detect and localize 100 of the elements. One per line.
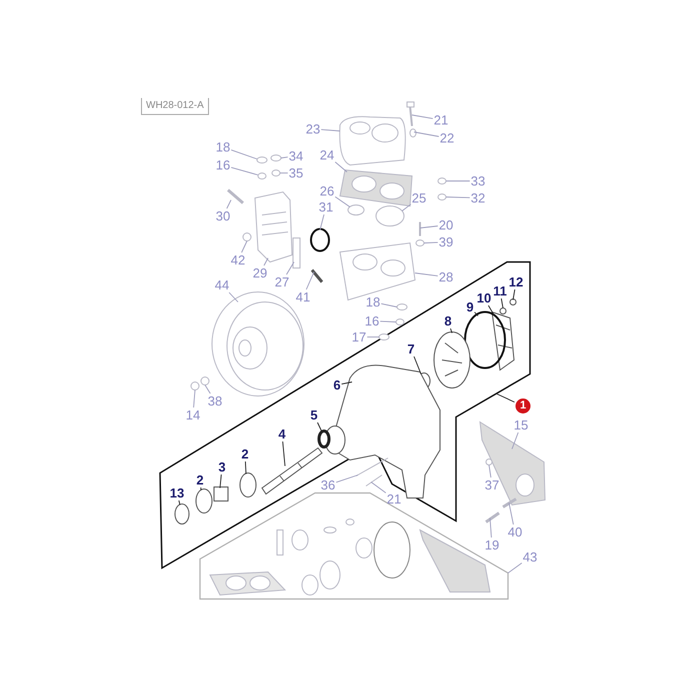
shaft-drawing — [261, 447, 323, 495]
leader-line — [336, 474, 358, 483]
gasket — [292, 238, 300, 268]
plug — [256, 156, 268, 164]
leader-line — [220, 474, 222, 488]
callout-number: 29 — [252, 266, 268, 280]
callout-number: 34 — [288, 150, 304, 162]
callout-number: 39 — [438, 236, 454, 248]
callout-number: 2 — [196, 474, 204, 486]
washer — [272, 170, 280, 176]
leader-line — [488, 305, 494, 316]
washer — [416, 240, 424, 246]
thermostat — [376, 206, 404, 226]
leader-line — [370, 482, 386, 494]
leader-line — [280, 156, 288, 158]
leader-line — [178, 500, 180, 506]
leader-line — [424, 242, 438, 244]
seal — [318, 430, 330, 448]
leader-line — [286, 262, 294, 275]
leader-line — [380, 303, 398, 308]
callout-number: 25 — [412, 192, 426, 204]
leader-line — [204, 384, 211, 394]
leader-line — [334, 162, 348, 172]
callout-number: 27 — [274, 276, 290, 288]
callout-number: 2 — [241, 448, 249, 460]
leader-line — [306, 272, 314, 290]
fitting-drawing — [485, 512, 500, 524]
leader-line — [512, 432, 519, 450]
callout-number: 44 — [214, 278, 230, 292]
leader-line — [241, 240, 248, 253]
callout-number: 21 — [434, 114, 448, 126]
callout-number: 16 — [216, 158, 230, 172]
callout-number: 18 — [366, 296, 380, 308]
leader-line — [380, 320, 396, 322]
leader-line — [320, 214, 324, 230]
bolt-drawing — [356, 458, 388, 476]
circlip — [174, 504, 190, 524]
washer — [410, 128, 416, 138]
callout-number: 12 — [508, 276, 524, 288]
seal-ring — [310, 228, 330, 252]
callout-number: 31 — [318, 200, 334, 214]
spacer — [214, 486, 228, 502]
bolt-drawing — [406, 102, 414, 126]
callout-number: 20 — [438, 218, 454, 232]
leader-line — [334, 196, 350, 208]
leader-line — [450, 328, 452, 334]
washer — [200, 376, 210, 386]
callout-number: 30 — [216, 210, 230, 222]
plug — [270, 154, 282, 162]
fitting-drawing — [502, 498, 517, 508]
screw — [510, 298, 516, 306]
o-ring — [464, 311, 506, 369]
leader-line — [496, 394, 515, 403]
leader-line — [366, 336, 380, 338]
leader-line — [446, 180, 470, 182]
callout-number: 21 — [386, 492, 402, 506]
callout-number: 6 — [333, 378, 341, 392]
leader-line — [490, 518, 492, 538]
leader-line — [508, 562, 522, 574]
plug — [438, 178, 446, 184]
leader-line — [414, 356, 422, 374]
leader-line — [193, 390, 196, 408]
callout-number: 35 — [288, 166, 304, 180]
gasket-drawing — [479, 421, 546, 506]
leader-line — [412, 114, 434, 120]
leader-line — [420, 226, 438, 228]
callout-number: 33 — [470, 174, 486, 188]
gasket-drawing — [339, 169, 413, 207]
housing-drawing — [254, 191, 293, 263]
bearing — [240, 472, 256, 498]
washer — [258, 172, 266, 180]
callout-number: 42 — [230, 254, 246, 266]
callout-number: 14 — [186, 408, 200, 422]
callout-number: 23 — [306, 122, 320, 136]
leader-line — [226, 200, 232, 209]
callout-number: 41 — [296, 290, 310, 304]
callout-number: 22 — [440, 132, 454, 144]
bolt-drawing — [366, 474, 382, 486]
leader-line — [512, 289, 516, 300]
callout-number: 28 — [438, 270, 454, 284]
callout-number: 7 — [407, 342, 415, 356]
callout-number: 13 — [170, 486, 184, 500]
washer — [396, 318, 404, 326]
callout-number: 17 — [352, 330, 366, 344]
leader-line — [230, 149, 258, 160]
bearing — [196, 488, 212, 514]
housing-ring-drawing — [491, 311, 515, 371]
callout-number: 18 — [216, 140, 230, 154]
leader-line — [508, 502, 514, 525]
washer — [438, 194, 446, 200]
callout-number: 4 — [278, 428, 286, 440]
callout-number: 36 — [320, 478, 336, 492]
leader-line — [414, 272, 438, 276]
leader-line — [320, 129, 340, 132]
callout-number: 26 — [320, 184, 334, 198]
leader-line — [474, 312, 478, 316]
callout-number: 10 — [476, 292, 492, 304]
seal-ring-drawing — [310, 269, 324, 283]
callout-number: 32 — [470, 192, 486, 204]
leader-line — [280, 172, 288, 174]
